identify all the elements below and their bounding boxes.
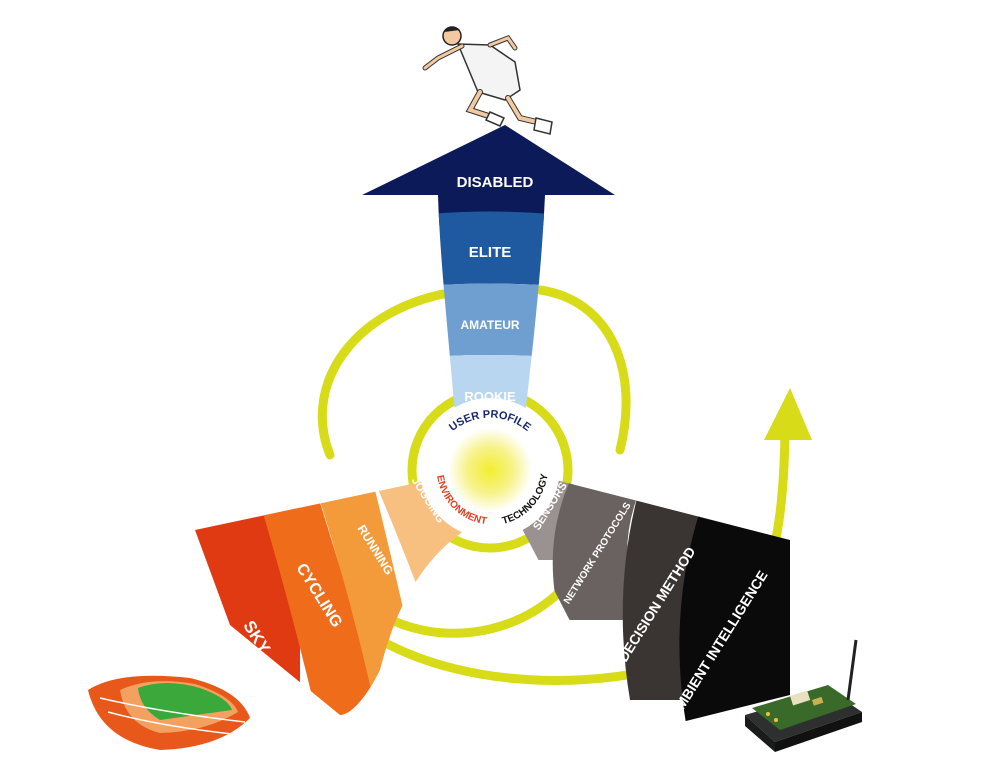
band-disabled — [362, 125, 615, 225]
band-ambient — [679, 478, 790, 735]
arm-user-profile — [362, 125, 615, 415]
level-label-elite: ELITE — [469, 244, 512, 261]
level-label-amateur: AMATEUR — [460, 318, 519, 332]
running-track-icon — [88, 675, 250, 750]
level-label-rookie: ROOKIE — [464, 389, 516, 404]
hub — [420, 398, 560, 538]
level-label-disabled: DISABLED — [457, 174, 534, 191]
runner-icon — [422, 26, 553, 135]
band-cycling — [250, 478, 390, 715]
sensor-board-icon — [745, 639, 862, 752]
